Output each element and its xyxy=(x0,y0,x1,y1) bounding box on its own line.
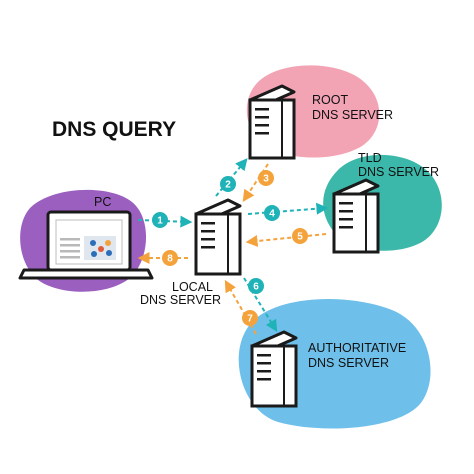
authoritative-server-icon xyxy=(250,330,298,408)
svg-text:1: 1 xyxy=(157,216,163,227)
diagram-title: DNS QUERY xyxy=(52,118,176,141)
pc-label: PC xyxy=(94,195,111,209)
svg-text:7: 7 xyxy=(247,314,253,325)
step-badge-4: 4 xyxy=(264,205,280,221)
local-server-label-line1: LOCAL xyxy=(172,280,213,294)
step-badge-2: 2 xyxy=(220,176,236,192)
root-server-label-line2: DNS SERVER xyxy=(312,108,393,122)
tld-server-icon xyxy=(332,178,380,254)
svg-text:4: 4 xyxy=(269,209,275,220)
local-server-label-line2: DNS SERVER xyxy=(140,293,221,307)
root-server-label-line1: ROOT xyxy=(312,93,348,107)
step-badge-7: 7 xyxy=(242,310,258,326)
svg-text:8: 8 xyxy=(167,254,173,265)
step-badge-8: 8 xyxy=(162,250,178,266)
svg-text:3: 3 xyxy=(263,174,269,185)
authoritative-server-label-line2: DNS SERVER xyxy=(308,356,389,370)
step-badge-3: 3 xyxy=(258,170,274,186)
root-server-icon xyxy=(248,84,296,160)
step-badge-6: 6 xyxy=(248,278,264,294)
arrow-step-4 xyxy=(247,202,329,215)
arrow-step-1 xyxy=(137,215,193,228)
step-badge-5: 5 xyxy=(292,228,308,244)
svg-text:5: 5 xyxy=(297,232,303,243)
tld-server-label-line1: TLD xyxy=(358,151,382,165)
svg-text:6: 6 xyxy=(253,282,259,293)
arrow-step-5 xyxy=(245,233,327,247)
tld-server-label-line2: DNS SERVER xyxy=(358,165,439,179)
svg-text:2: 2 xyxy=(225,180,231,191)
step-badge-1: 1 xyxy=(152,212,168,228)
local-server-icon xyxy=(194,198,242,276)
laptop-icon xyxy=(18,210,154,280)
arrow-step-3 xyxy=(242,163,269,202)
authoritative-server-label-line1: AUTHORITATIVE xyxy=(308,341,406,355)
